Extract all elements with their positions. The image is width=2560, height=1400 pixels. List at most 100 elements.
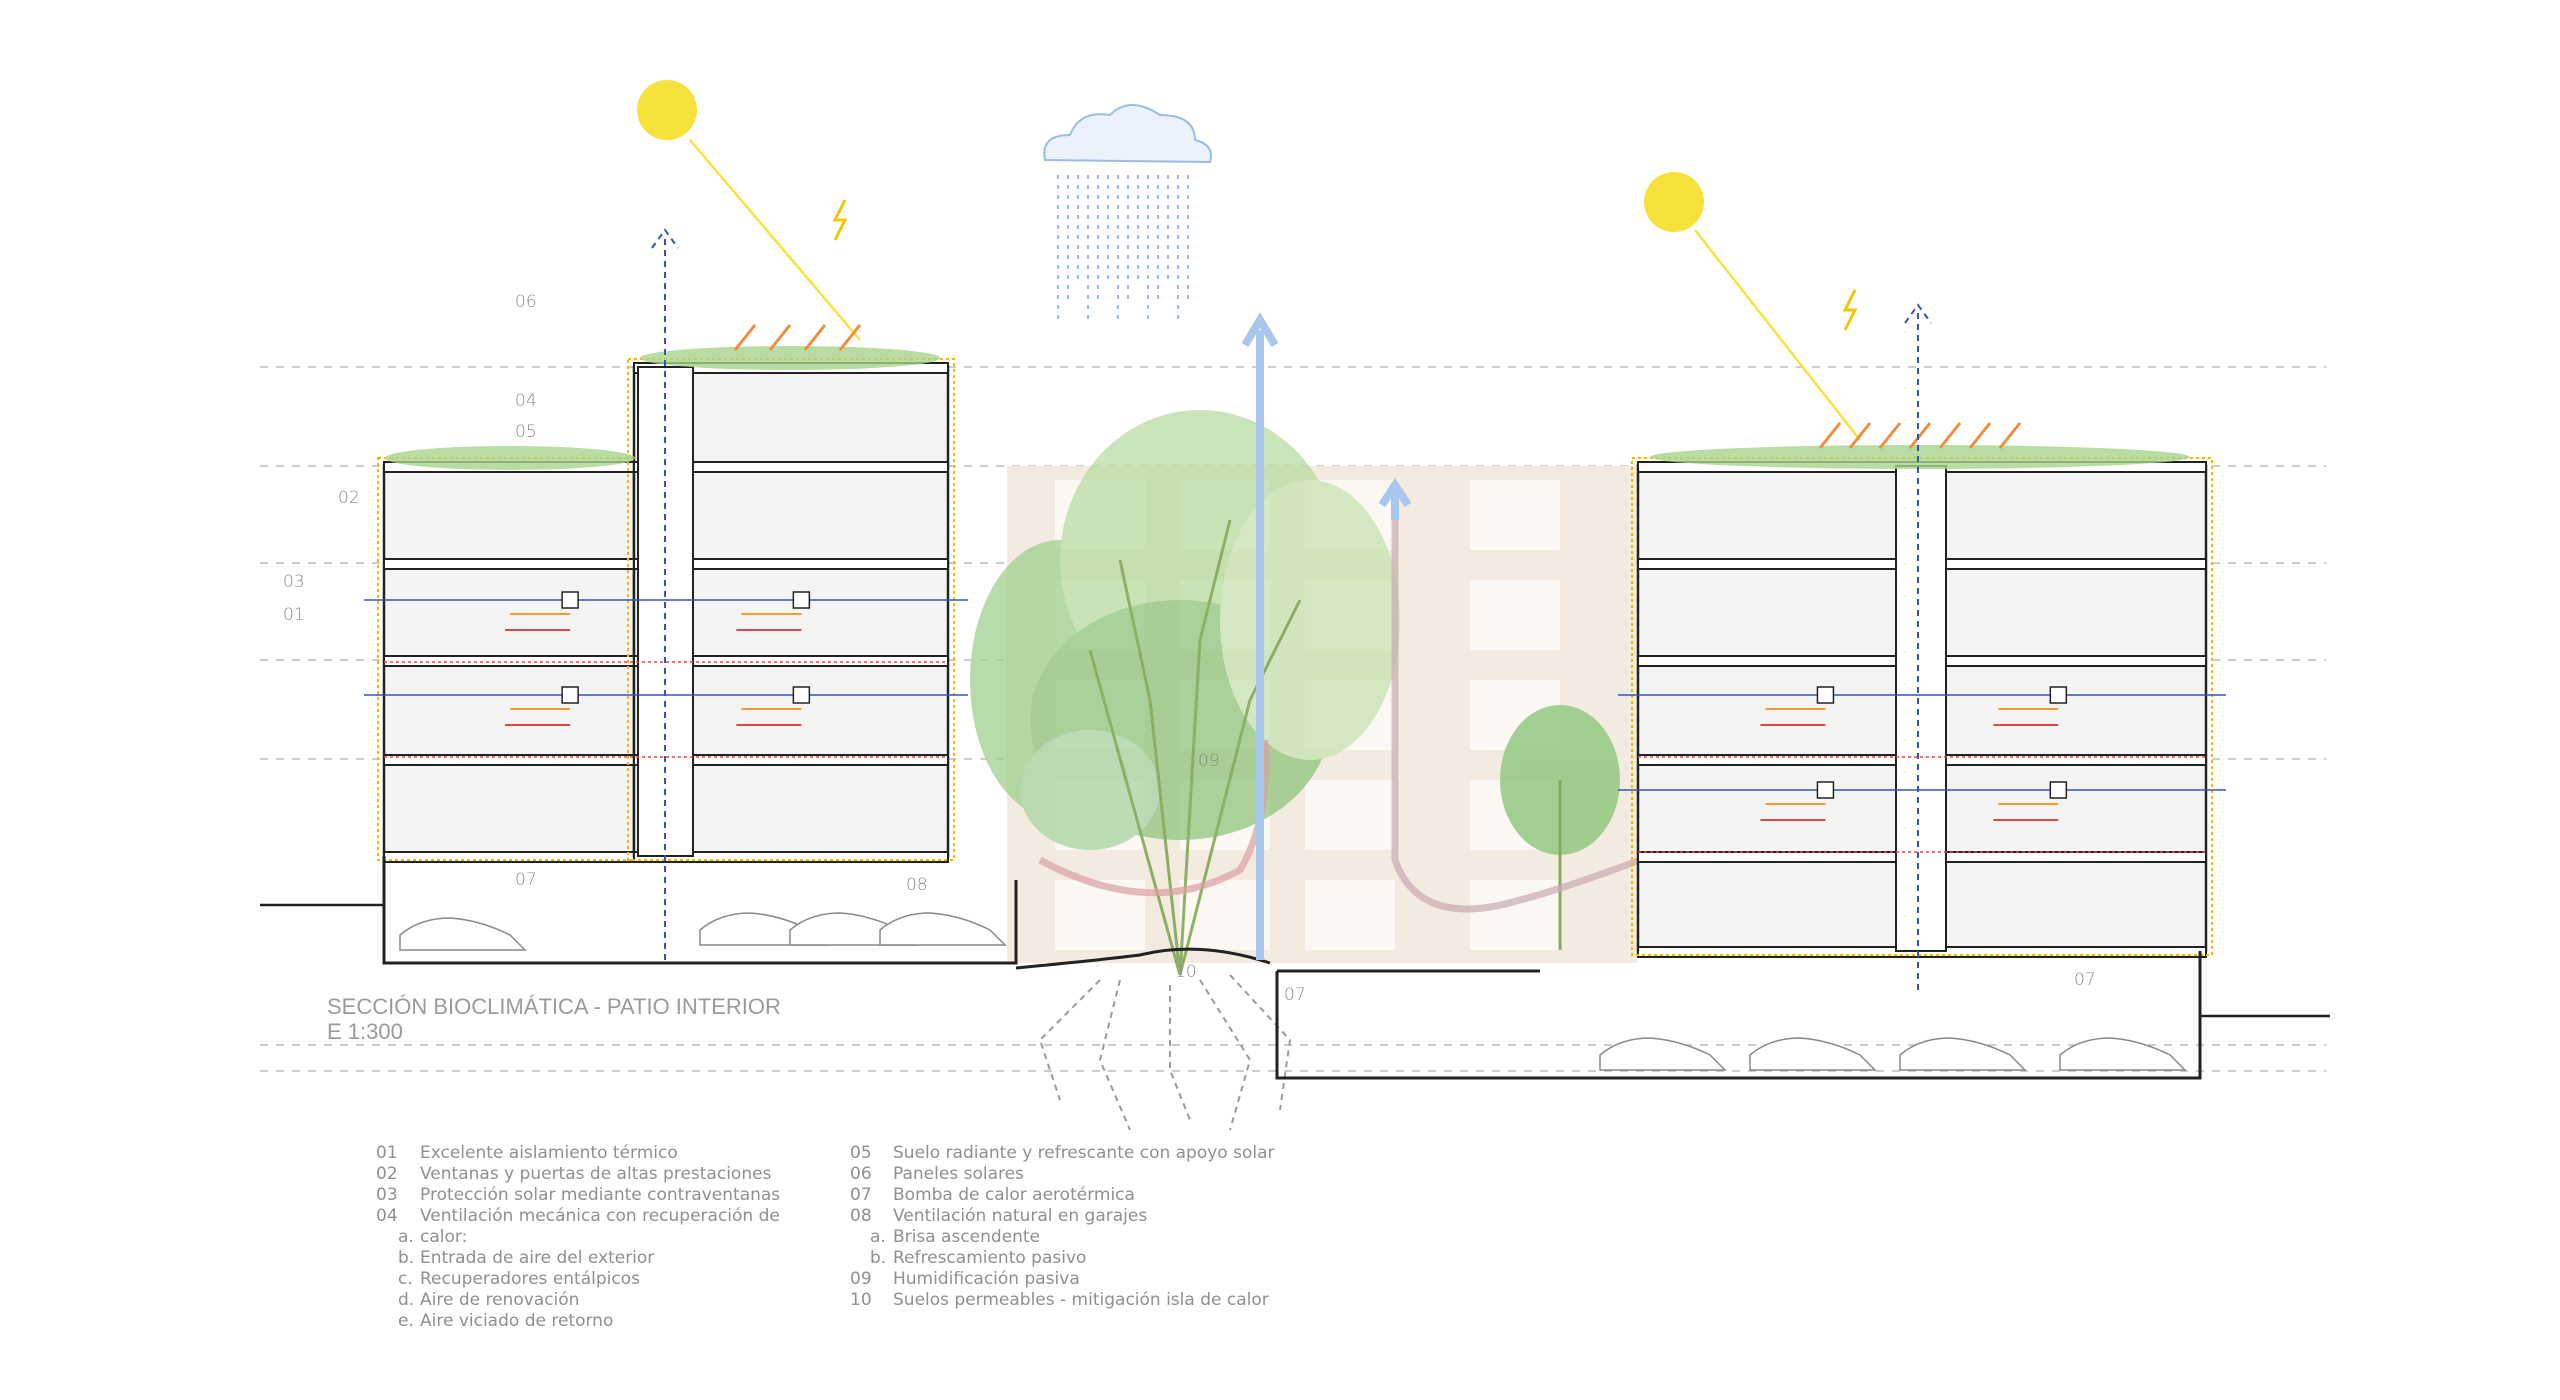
facade-window: [1470, 580, 1560, 650]
legend-text: Ventilación natural en garajes: [893, 1206, 1147, 1226]
floor-slab: [383, 655, 635, 667]
legend-text: Brisa ascendente: [893, 1227, 1040, 1247]
label-07-garage: 07: [1284, 985, 1306, 1005]
solar-panel: [838, 324, 862, 351]
roots-icon: [1038, 974, 1292, 1131]
green-roof: [385, 346, 2190, 470]
label-01: 01: [283, 605, 305, 625]
solar-panel: [1998, 422, 2022, 449]
heat-recovery-unit-icon: [2049, 781, 2068, 799]
mechanical-ventilation: [364, 591, 2226, 853]
legend-text: Suelo radiante y refrescante con apoyo s…: [893, 1143, 1275, 1163]
legend-text: Paneles solares: [893, 1164, 1024, 1184]
heat-recovery-unit-icon: [561, 686, 579, 704]
sun-rays: [689, 139, 1861, 441]
legend-num: 04: [376, 1206, 398, 1226]
section-scale: E 1:300: [327, 1019, 403, 1044]
heat-recovery-unit-icon: [1816, 686, 1835, 704]
label-10: 10: [1175, 962, 1197, 982]
legend-right: 05 Suelo radiante y refrescante con apoyo…: [850, 1143, 1275, 1310]
car-icon: [879, 912, 1007, 946]
solar-panel: [1968, 422, 1992, 449]
legend-text: Refrescamiento pasivo: [893, 1248, 1086, 1268]
sun-icon: [637, 80, 697, 140]
label-07: 07: [515, 870, 537, 890]
legend-num: 10: [850, 1290, 872, 1310]
legend-text: Suelos permeables - mitigación isla de c…: [893, 1290, 1269, 1310]
legend-text: Protección solar mediante contraventanas: [420, 1185, 780, 1205]
heat-recovery-unit-icon: [2049, 686, 2068, 704]
floor-slab: [633, 461, 949, 473]
car-icon: [1599, 1037, 1727, 1071]
label-05: 05: [515, 422, 537, 442]
courtyard-tree-large: [970, 410, 1400, 976]
legend-text: calor:: [420, 1227, 467, 1247]
facade-window: [1305, 880, 1395, 950]
legend-num: a.: [398, 1227, 414, 1247]
solar-panel: [768, 324, 792, 351]
legend-text: Ventanas y puertas de altas prestaciones: [420, 1164, 772, 1184]
cloud-icon: [1043, 104, 1212, 164]
legend-num: b.: [870, 1248, 886, 1268]
legend-text: Recuperadores entálpicos: [420, 1269, 640, 1289]
heat-recovery-unit-icon: [792, 686, 811, 704]
updraft-arrow-icon: [1241, 312, 1412, 960]
garage-left: [382, 856, 1018, 965]
cooling-airflow-arc: [1038, 739, 1270, 897]
floor-slab: [633, 655, 949, 667]
legend-num: e.: [398, 1311, 414, 1331]
legend-num: 08: [850, 1206, 872, 1226]
courtyard-tree-small: [1500, 705, 1620, 950]
ground-mound: [1015, 947, 1271, 970]
legend-text: Aire viciado de retorno: [420, 1311, 613, 1331]
heat-recovery-unit-icon: [792, 591, 811, 609]
section-title: SECCIÓN BIOCLIMÁTICA - PATIO INTERIOR: [327, 994, 781, 1019]
car-icon: [1899, 1037, 2027, 1071]
label-06: 06: [515, 292, 537, 312]
legend-num: 01: [376, 1143, 398, 1163]
car-icon: [2059, 1037, 2187, 1071]
garage-right: [1275, 951, 2202, 1080]
legend-text: Excelente aislamiento térmico: [420, 1143, 678, 1163]
legend-num: c.: [398, 1269, 413, 1289]
legend-num: 07: [850, 1185, 872, 1205]
legend-num: d.: [398, 1290, 414, 1310]
legend-num: 09: [850, 1269, 872, 1289]
legend-num: 02: [376, 1164, 398, 1184]
label-08: 08: [906, 875, 928, 895]
facade-window: [1305, 780, 1395, 850]
sun-icon: [1644, 172, 1704, 232]
ground-line: [260, 903, 2330, 1018]
legend-num: a.: [870, 1227, 886, 1247]
legend-text: Aire de renovación: [420, 1290, 579, 1310]
legend-num: b.: [398, 1248, 414, 1268]
floor-slab: [633, 558, 949, 570]
label-07-right: 07: [2074, 970, 2096, 990]
heat-recovery-unit-icon: [1816, 781, 1835, 799]
lightning-icon: [832, 199, 1858, 331]
cooling-airflow-arc-2: [1391, 520, 1642, 913]
solar-panels: [733, 324, 2022, 449]
exhaust-arrow-icon: [651, 228, 1932, 990]
heat-recovery-unit-icon: [561, 591, 579, 609]
legend-num: 05: [850, 1143, 872, 1163]
rain-lines: [1057, 175, 1189, 320]
legend-text: Bomba de calor aerotérmica: [893, 1185, 1135, 1205]
solar-panel: [1818, 422, 1842, 449]
legend-text: Ventilación mecánica con recuperación de: [420, 1206, 780, 1226]
solar-panel: [1938, 422, 1962, 449]
label-09: 09: [1198, 751, 1220, 771]
solar-panel: [733, 324, 757, 351]
solar-panel: [1878, 422, 1902, 449]
label-02: 02: [338, 488, 360, 508]
stair-core: [1895, 465, 1947, 952]
legend-left: 01 Excelente aislamiento térmico 02 Ventan…: [376, 1143, 780, 1331]
label-04: 04: [515, 391, 537, 411]
floor-slab: [383, 558, 635, 570]
legend-text: Humidificación pasiva: [893, 1269, 1080, 1289]
solar-panel: [803, 324, 827, 351]
solar-panel: [1848, 422, 1872, 449]
car-icon: [399, 917, 527, 951]
legend-num: 06: [850, 1164, 872, 1184]
